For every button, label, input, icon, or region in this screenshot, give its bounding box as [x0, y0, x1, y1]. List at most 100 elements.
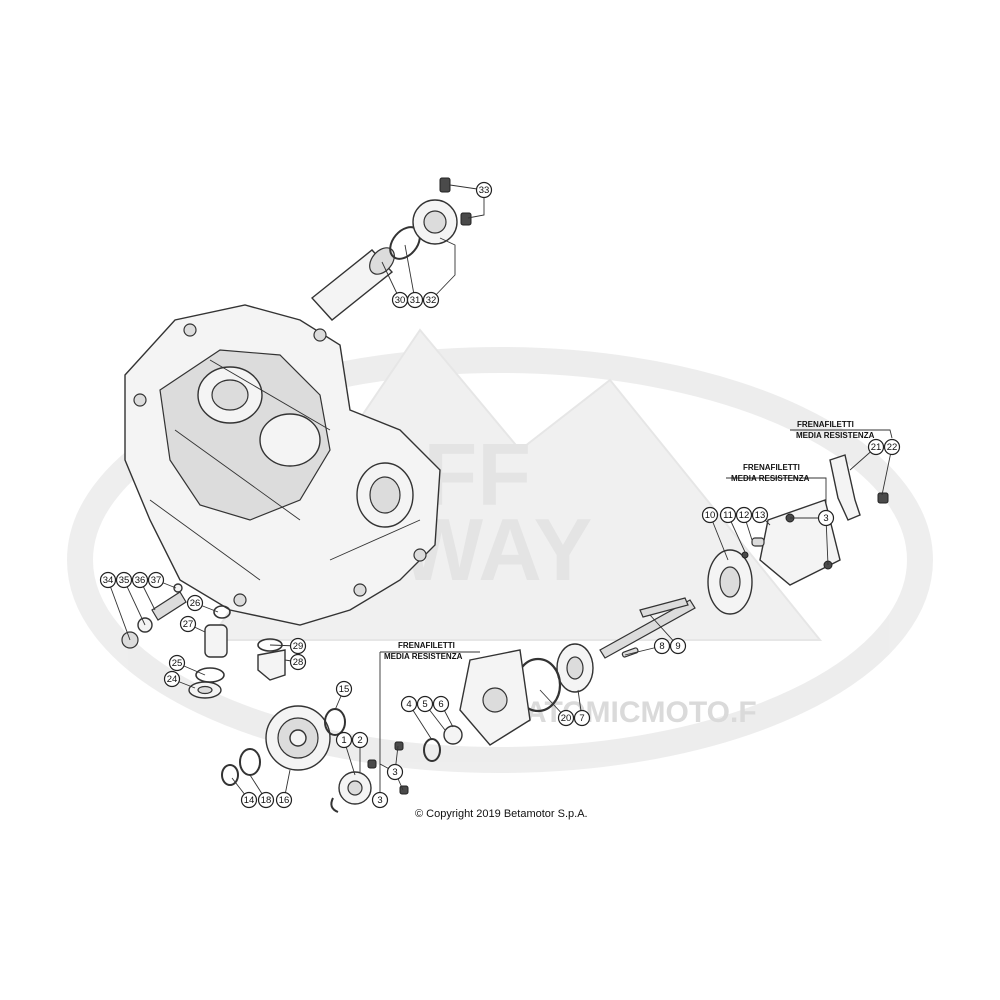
callout-number: 9 [675, 641, 680, 652]
callout-circle [817, 509, 835, 527]
callout-26: 26 [186, 594, 204, 612]
callout-number: 14 [244, 795, 255, 806]
note-3-line1: FRENAFILETTI [398, 641, 455, 650]
callout-number: 18 [261, 795, 272, 806]
note-3-line2: MEDIA RESISTENZA [384, 652, 463, 661]
gear-group [221, 705, 463, 813]
note-2-line1: FRENAFILETTI [743, 463, 800, 472]
callout-number: 30 [395, 295, 406, 306]
callout-circle [147, 571, 165, 589]
callout-number: 34 [103, 575, 114, 586]
callout-36: 36 [131, 571, 149, 589]
note-2-line2: MEDIA RESISTENZA [731, 474, 810, 483]
callout-circle [131, 571, 149, 589]
callout-18: 18 [257, 791, 275, 809]
callout-circle [406, 291, 424, 309]
callout-32: 32 [422, 291, 440, 309]
callout-circle [275, 791, 293, 809]
callout-circle [240, 791, 258, 809]
callout-circle [351, 731, 369, 749]
callout-circle [735, 506, 753, 524]
callout-28: 28 [289, 653, 307, 671]
callout-30: 30 [391, 291, 409, 309]
callout-1: 1 [335, 731, 353, 749]
callout-number: 4 [406, 699, 411, 710]
callout-33: 33 [475, 181, 493, 199]
callout-13: 13 [751, 506, 769, 524]
callout-number: 32 [426, 295, 437, 306]
callout-number: 6 [438, 699, 443, 710]
callout-circle [99, 571, 117, 589]
callout-number: 24 [167, 674, 178, 685]
callout-number: 3 [392, 767, 397, 778]
callout-number: 16 [279, 795, 290, 806]
callout-4: 4 [400, 695, 418, 713]
oil-filter-group [310, 177, 472, 321]
callout-circle [573, 709, 591, 727]
callout-24: 24 [163, 670, 181, 688]
callout-9: 9 [669, 637, 687, 655]
callout-number: 15 [339, 684, 350, 695]
callout-21: 21 [867, 438, 885, 456]
callout-number: 28 [293, 657, 304, 668]
callout-12: 12 [735, 506, 753, 524]
callout-circle [257, 791, 275, 809]
oil-pump-group [459, 454, 889, 746]
callout-number: 33 [479, 185, 490, 196]
callout-number: 35 [119, 575, 130, 586]
callout-circle [883, 438, 901, 456]
callout-number: 27 [183, 619, 194, 630]
note-1-line1: FRENAFILETTI [797, 420, 854, 429]
callout-circle [386, 763, 404, 781]
note-1-line2: MEDIA RESISTENZA [796, 431, 875, 440]
callout-circle [416, 695, 434, 713]
callout-number: 3 [377, 795, 382, 806]
callout-number: 31 [410, 295, 421, 306]
callout-7: 7 [573, 709, 591, 727]
callout-circle [289, 637, 307, 655]
callout-number: 12 [739, 510, 750, 521]
callout-20: 20 [557, 709, 575, 727]
callout-8: 8 [653, 637, 671, 655]
callout-number: 20 [561, 713, 572, 724]
callout-circle [335, 680, 353, 698]
callout-14: 14 [240, 791, 258, 809]
callout-29: 29 [289, 637, 307, 655]
callout-circle [115, 571, 133, 589]
callout-circle [701, 506, 719, 524]
callout-number: 21 [871, 442, 882, 453]
callout-11: 11 [719, 506, 737, 524]
callout-circle [432, 695, 450, 713]
callout-number: 26 [190, 598, 201, 609]
callout-circle [867, 438, 885, 456]
callout-number: 13 [755, 510, 766, 521]
callout-number: 1 [341, 735, 346, 746]
callout-circle [475, 181, 493, 199]
callout-6: 6 [432, 695, 450, 713]
left-parts-group [121, 583, 286, 699]
callout-circle [653, 637, 671, 655]
callout-number: 37 [151, 575, 162, 586]
callout-number: 3 [823, 513, 828, 524]
callout-3: 3 [817, 509, 835, 527]
copyright-text: © Copyright 2019 Betamotor S.p.A. [415, 808, 588, 820]
callout-number: 25 [172, 658, 183, 669]
callout-5: 5 [416, 695, 434, 713]
callout-circle [168, 654, 186, 672]
callout-37: 37 [147, 571, 165, 589]
callout-number: 36 [135, 575, 146, 586]
callout-number: 22 [887, 442, 898, 453]
callout-circle [669, 637, 687, 655]
callout-34: 34 [99, 571, 117, 589]
callout-22: 22 [883, 438, 901, 456]
callout-number: 8 [659, 641, 664, 652]
crankcase [124, 304, 441, 626]
callout-circle [400, 695, 418, 713]
callout-circle [163, 670, 181, 688]
callout-2: 2 [351, 731, 369, 749]
callout-circle [719, 506, 737, 524]
callout-16: 16 [275, 791, 293, 809]
callout-circle [289, 653, 307, 671]
